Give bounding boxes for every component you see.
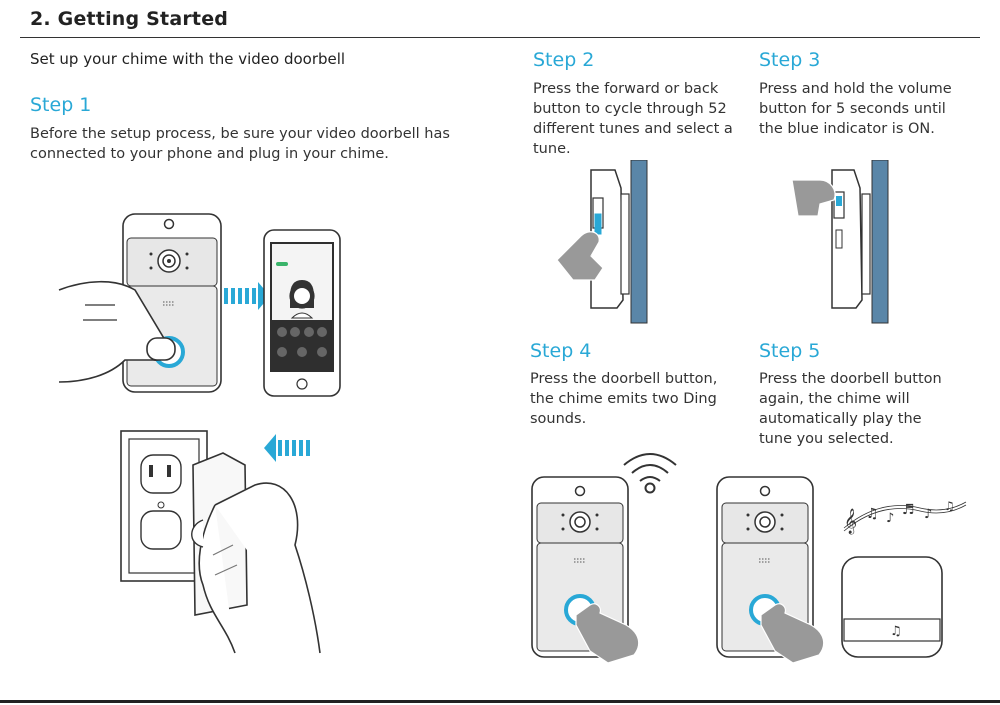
step-3-label: Step 3 bbox=[759, 49, 821, 71]
svg-text:♬: ♬ bbox=[902, 502, 915, 518]
doorbell-icon bbox=[58, 213, 222, 393]
doorbell-icon bbox=[531, 476, 640, 664]
chime-icon: ♫ bbox=[841, 556, 943, 658]
arrow-left-icon bbox=[264, 434, 310, 462]
step-3-text: Press and hold the volume button for 5 s… bbox=[759, 81, 952, 137]
doorbell-icon bbox=[716, 476, 825, 664]
svg-text:♫: ♫ bbox=[944, 499, 955, 513]
svg-text:♪: ♪ bbox=[886, 511, 894, 526]
footer-divider bbox=[0, 700, 1000, 703]
wifi-icon bbox=[623, 453, 677, 494]
chime-icon bbox=[791, 160, 889, 324]
step-2-text: Press the forward or back button to cycl… bbox=[533, 81, 733, 157]
step-2-label: Step 2 bbox=[533, 49, 595, 71]
svg-text:♪: ♪ bbox=[924, 507, 932, 522]
header-divider bbox=[20, 37, 980, 38]
svg-text:𝄞: 𝄞 bbox=[844, 508, 857, 534]
step-5-label: Step 5 bbox=[759, 340, 821, 362]
step-1-label: Step 1 bbox=[30, 94, 92, 116]
step-4-text: Press the doorbell button, the chime emi… bbox=[530, 371, 718, 427]
page-title: 2. Getting Started bbox=[30, 8, 229, 30]
outlet-icon bbox=[120, 430, 321, 654]
step-5-text: Press the doorbell button again, the chi… bbox=[759, 371, 942, 447]
phone-icon bbox=[263, 229, 341, 397]
svg-text:♫: ♫ bbox=[890, 624, 902, 639]
step-4-label: Step 4 bbox=[530, 340, 592, 362]
section-subtitle: Set up your chime with the video doorbel… bbox=[30, 50, 346, 68]
step-1-text: Before the setup process, be sure your v… bbox=[30, 126, 450, 162]
music-notes-icon: 𝄞 ♫ ♪ ♬ ♪ ♫ bbox=[843, 499, 967, 534]
chime-icon bbox=[556, 160, 648, 324]
svg-text:♫: ♫ bbox=[866, 506, 879, 522]
